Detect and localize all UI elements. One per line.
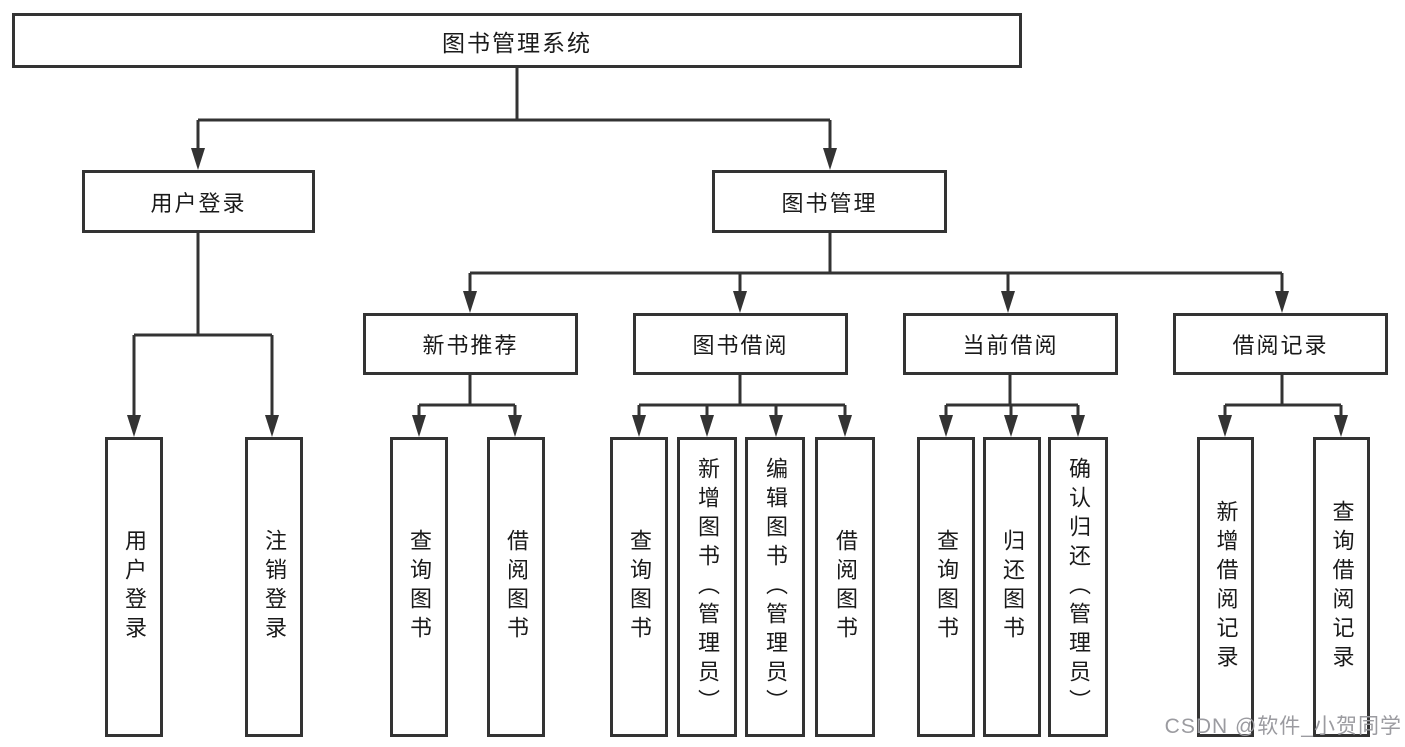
node-label: 查询图书 [934, 529, 959, 645]
node-label: 编辑图书（管理员） [763, 456, 788, 718]
leaf-borrow-query-books: 查询图书 [610, 437, 668, 737]
leaf-borrow-edit-books-admin: 编辑图书（管理员） [745, 437, 805, 737]
node-label: 借阅图书 [504, 529, 529, 645]
node-section-new-book-recommend: 新书推荐 [363, 313, 578, 375]
node-label: 归还图书 [1000, 529, 1025, 645]
watermark: CSDN @软件_小贺同学 [1164, 715, 1402, 738]
node-label: 查询图书 [407, 529, 432, 645]
node-label: 用户登录 [150, 190, 247, 216]
leaf-current-query-books: 查询图书 [917, 437, 975, 737]
node-label: 图书管理 [781, 190, 878, 216]
connector-current-borrow-section [944, 375, 1080, 417]
node-section-borrow-records: 借阅记录 [1173, 313, 1388, 375]
node-label: 新增图书（管理员） [695, 456, 720, 718]
node-label: 借阅记录 [1232, 333, 1329, 358]
node-label: 图书借阅 [692, 333, 789, 358]
leaf-borrow-add-books-admin: 新增图书（管理员） [677, 437, 737, 737]
leaf-newbook-borrow-books: 借阅图书 [487, 437, 545, 737]
leaf-current-confirm-return-admin: 确认归还（管理员） [1048, 437, 1108, 737]
node-label: 查询图书 [627, 529, 652, 645]
leaf-user-login: 用户登录 [105, 437, 163, 737]
leaf-borrow-borrow-books: 借阅图书 [815, 437, 875, 737]
node-label: 确认归还（管理员） [1066, 456, 1091, 718]
node-root: 图书管理系统 [12, 13, 1022, 68]
leaf-logout: 注销登录 [245, 437, 303, 737]
node-section-current-borrow: 当前借阅 [903, 313, 1118, 375]
leaf-newbook-query-books: 查询图书 [390, 437, 448, 737]
leaf-records-add-record: 新增借阅记录 [1197, 437, 1254, 737]
connector-borrow-records-section [1223, 375, 1343, 417]
node-branch-user-login: 用户登录 [82, 170, 315, 233]
node-label: 用户登录 [122, 529, 147, 645]
node-label: 查询借阅记录 [1329, 500, 1355, 674]
node-branch-book-management: 图书管理 [712, 170, 947, 233]
connector-user-login-branch [132, 233, 274, 417]
node-section-book-borrow: 图书借阅 [633, 313, 848, 375]
node-label: 注销登录 [262, 529, 287, 645]
connector-root-to-level2 [196, 68, 832, 150]
leaf-current-return-books: 归还图书 [983, 437, 1041, 737]
node-label: 新增借阅记录 [1213, 500, 1239, 674]
node-label: 借阅图书 [833, 529, 858, 645]
node-label: 当前借阅 [962, 333, 1059, 358]
connector-book-management-branch [468, 233, 1284, 293]
node-label: 图书管理系统 [442, 29, 592, 56]
leaf-records-query-record: 查询借阅记录 [1313, 437, 1370, 737]
node-label: 新书推荐 [422, 333, 519, 358]
connector-book-borrow-section [637, 375, 847, 417]
connector-new-book-section [417, 375, 517, 417]
